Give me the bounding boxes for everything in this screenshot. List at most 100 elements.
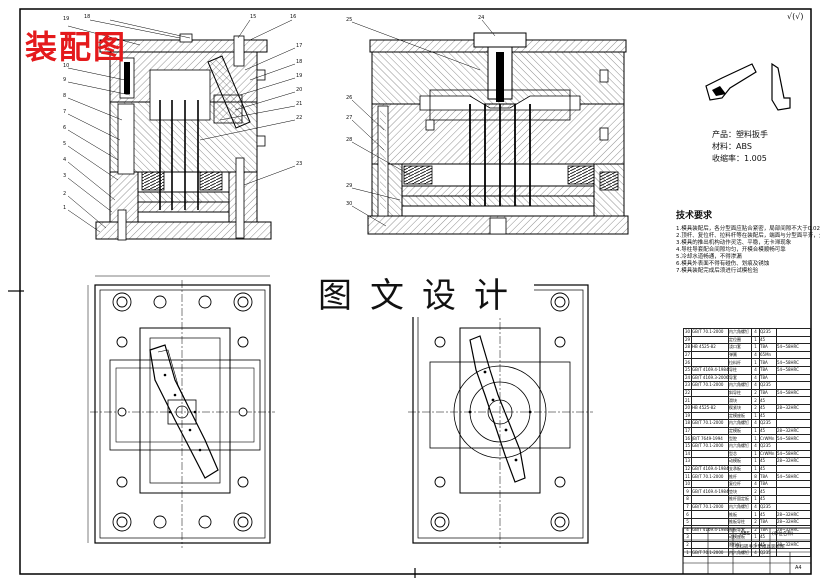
bom-cell-qty: 1 bbox=[751, 533, 760, 542]
part-number: 30 bbox=[346, 201, 353, 207]
tech-requirement-line: 3.模具的推出机构动作灵活、平稳，无卡滞现象 bbox=[676, 240, 792, 246]
bom-cell-qty: 1 bbox=[751, 510, 760, 519]
bom-cell-remark bbox=[776, 350, 811, 360]
bom-cell-remark bbox=[776, 495, 811, 504]
bom-cell-mat: 45 bbox=[759, 510, 777, 519]
part-number: 21 bbox=[296, 101, 303, 107]
bom-cell-name: 斜导柱 bbox=[728, 388, 752, 398]
bom-cell-mat: CrWMn bbox=[759, 449, 777, 459]
bom-cell-std: GB/T 70.1-2000 bbox=[691, 548, 729, 557]
bom-cell-name: 滑块 bbox=[728, 396, 752, 405]
bom-cell-no: 14 bbox=[683, 449, 692, 459]
bom-cell-mat: T8A bbox=[759, 365, 777, 375]
bom-cell-mat: Q235 bbox=[759, 441, 777, 451]
bom-cell-remark bbox=[776, 373, 811, 383]
part-number: 24 bbox=[478, 15, 485, 21]
bom-cell-name: 内六角螺钉 bbox=[728, 502, 752, 512]
bom-cell-qty: 4 bbox=[751, 350, 760, 360]
bom-cell-mat: 65Mn bbox=[759, 350, 777, 360]
bom-cell-remark: 28~32HRC bbox=[776, 510, 811, 519]
tech-requirement-line: 7.模具装配完成后须进行试模检验 bbox=[676, 268, 759, 274]
bom-cell-std bbox=[691, 426, 729, 436]
bom-cell-mat: T8A bbox=[759, 343, 777, 352]
title-school: (单位名称) bbox=[772, 532, 794, 537]
bom-cell-mat: CrWMn bbox=[759, 434, 777, 443]
part-number: 23 bbox=[296, 161, 303, 167]
bom-cell-qty: 1 bbox=[751, 411, 760, 421]
part-number: 4 bbox=[63, 157, 67, 163]
bom-cell-name: 弹簧 bbox=[728, 350, 752, 360]
bom-cell-name: 推杆固定板 bbox=[728, 495, 752, 504]
title-drawing-name: 塑料扳手注塑模具装配图 bbox=[735, 545, 785, 550]
bom-cell-remark bbox=[776, 479, 811, 489]
bom-cell-name: 定位圈 bbox=[728, 335, 752, 345]
right-plan-view bbox=[408, 280, 593, 548]
bom-cell-name: 拉料杆 bbox=[728, 358, 752, 367]
bom-cell-std: GB/T 70.1-2000 bbox=[691, 419, 729, 428]
bom-cell-remark bbox=[776, 381, 811, 390]
bom-cell-name: 内六角螺钉 bbox=[728, 381, 752, 390]
bom-cell-name: 定模板 bbox=[728, 426, 752, 436]
part-number: 3 bbox=[63, 173, 67, 179]
bom-cell-std: GB/T 4169.4-1984 bbox=[691, 487, 729, 497]
product-sketch bbox=[705, 62, 791, 111]
tech-requirement-line: 6.模具外表面不得有碰伤、划痕及锈蚀 bbox=[676, 261, 770, 267]
bom-cell-no: 17 bbox=[683, 426, 692, 436]
bom-cell-qty: 1 bbox=[751, 464, 760, 474]
part-number: 22 bbox=[296, 115, 303, 121]
part-number: 10 bbox=[63, 63, 70, 69]
part-number: 17 bbox=[296, 43, 303, 49]
bom-cell-no: 30 bbox=[683, 328, 692, 337]
bom-cell-std bbox=[691, 510, 729, 519]
bom-cell-remark bbox=[776, 335, 811, 345]
bom-cell-no: 10 bbox=[683, 479, 692, 489]
bom-cell-name: 导套 bbox=[728, 373, 752, 383]
bom-cell-remark: 54~58HRC bbox=[776, 434, 811, 443]
part-number: 20 bbox=[296, 87, 303, 93]
bom-cell-remark bbox=[776, 419, 811, 428]
bom-cell-remark bbox=[776, 411, 811, 421]
bom-cell-std bbox=[691, 396, 729, 405]
watermark-center: 图文设计 bbox=[310, 268, 534, 317]
bom-cell-std: HB 4525-82 bbox=[691, 403, 729, 413]
bom-cell-no: 8 bbox=[683, 495, 692, 504]
bom-cell-name: 支承板 bbox=[728, 464, 752, 474]
bom-cell-std bbox=[691, 517, 729, 527]
bom-cell-mat: 45 bbox=[759, 464, 777, 474]
bom-cell-std bbox=[691, 388, 729, 398]
bom-cell-mat: T8A bbox=[759, 517, 777, 527]
bom-cell-no: 21 bbox=[683, 396, 692, 405]
bom-cell-qty: 1 bbox=[751, 449, 760, 459]
bom-cell-remark bbox=[776, 548, 811, 557]
part-number: 29 bbox=[346, 183, 353, 189]
bom-cell-remark: 28~32HRC bbox=[776, 426, 811, 436]
part-number: 15 bbox=[250, 14, 257, 20]
product-shrinkage: 收缩率：1.005 bbox=[712, 154, 767, 163]
bom-cell-name: 推杆 bbox=[728, 472, 752, 481]
bom-cell-std bbox=[691, 358, 729, 367]
part-number: 7 bbox=[63, 109, 67, 115]
bom-cell-name: 垫块 bbox=[728, 487, 752, 497]
bom-cell-std: GB/T 4169.4-1984 bbox=[691, 464, 729, 474]
bom-cell-name: 型腔 bbox=[728, 434, 752, 443]
bom-cell-qty: 4 bbox=[751, 373, 760, 383]
part-number: 28 bbox=[346, 137, 353, 143]
bom-cell-qty: 1 bbox=[751, 335, 760, 345]
bom-cell-name: 内六角螺钉 bbox=[728, 441, 752, 451]
title-sheet-size: A4 bbox=[795, 565, 802, 571]
